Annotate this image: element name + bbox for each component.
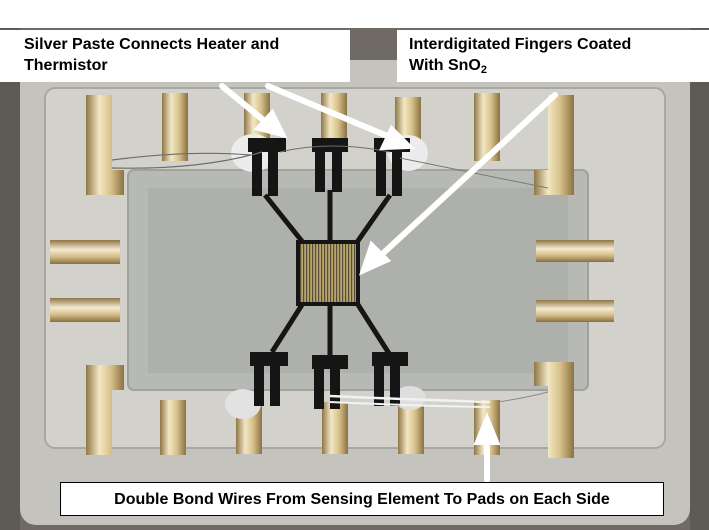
callout-arrows [219,83,558,483]
fingers-label-subscript: 2 [480,64,487,76]
silver-paste-label-line2: Thermistor [24,57,108,74]
sensing-element [296,240,360,306]
side-pads [50,240,614,322]
bond-wires [111,145,549,408]
contact-pads [248,138,410,409]
silver-paste-label: Silver Paste Connects Heater and Thermis… [0,30,350,82]
interdigitated-fingers-label: Interdigitated Fingers Coated With SnO2 [397,30,709,82]
fingers-label-line2: With SnO2 [409,55,709,81]
traces [263,190,393,357]
bond-wires-label: Double Bond Wires From Sensing Element T… [60,482,664,516]
silver-paste-label-line1: Silver Paste Connects Heater and [24,36,280,53]
fingers-label-prefix: With SnO [409,57,481,74]
fingers-label-line1: Interdigitated Fingers Coated [409,36,632,53]
